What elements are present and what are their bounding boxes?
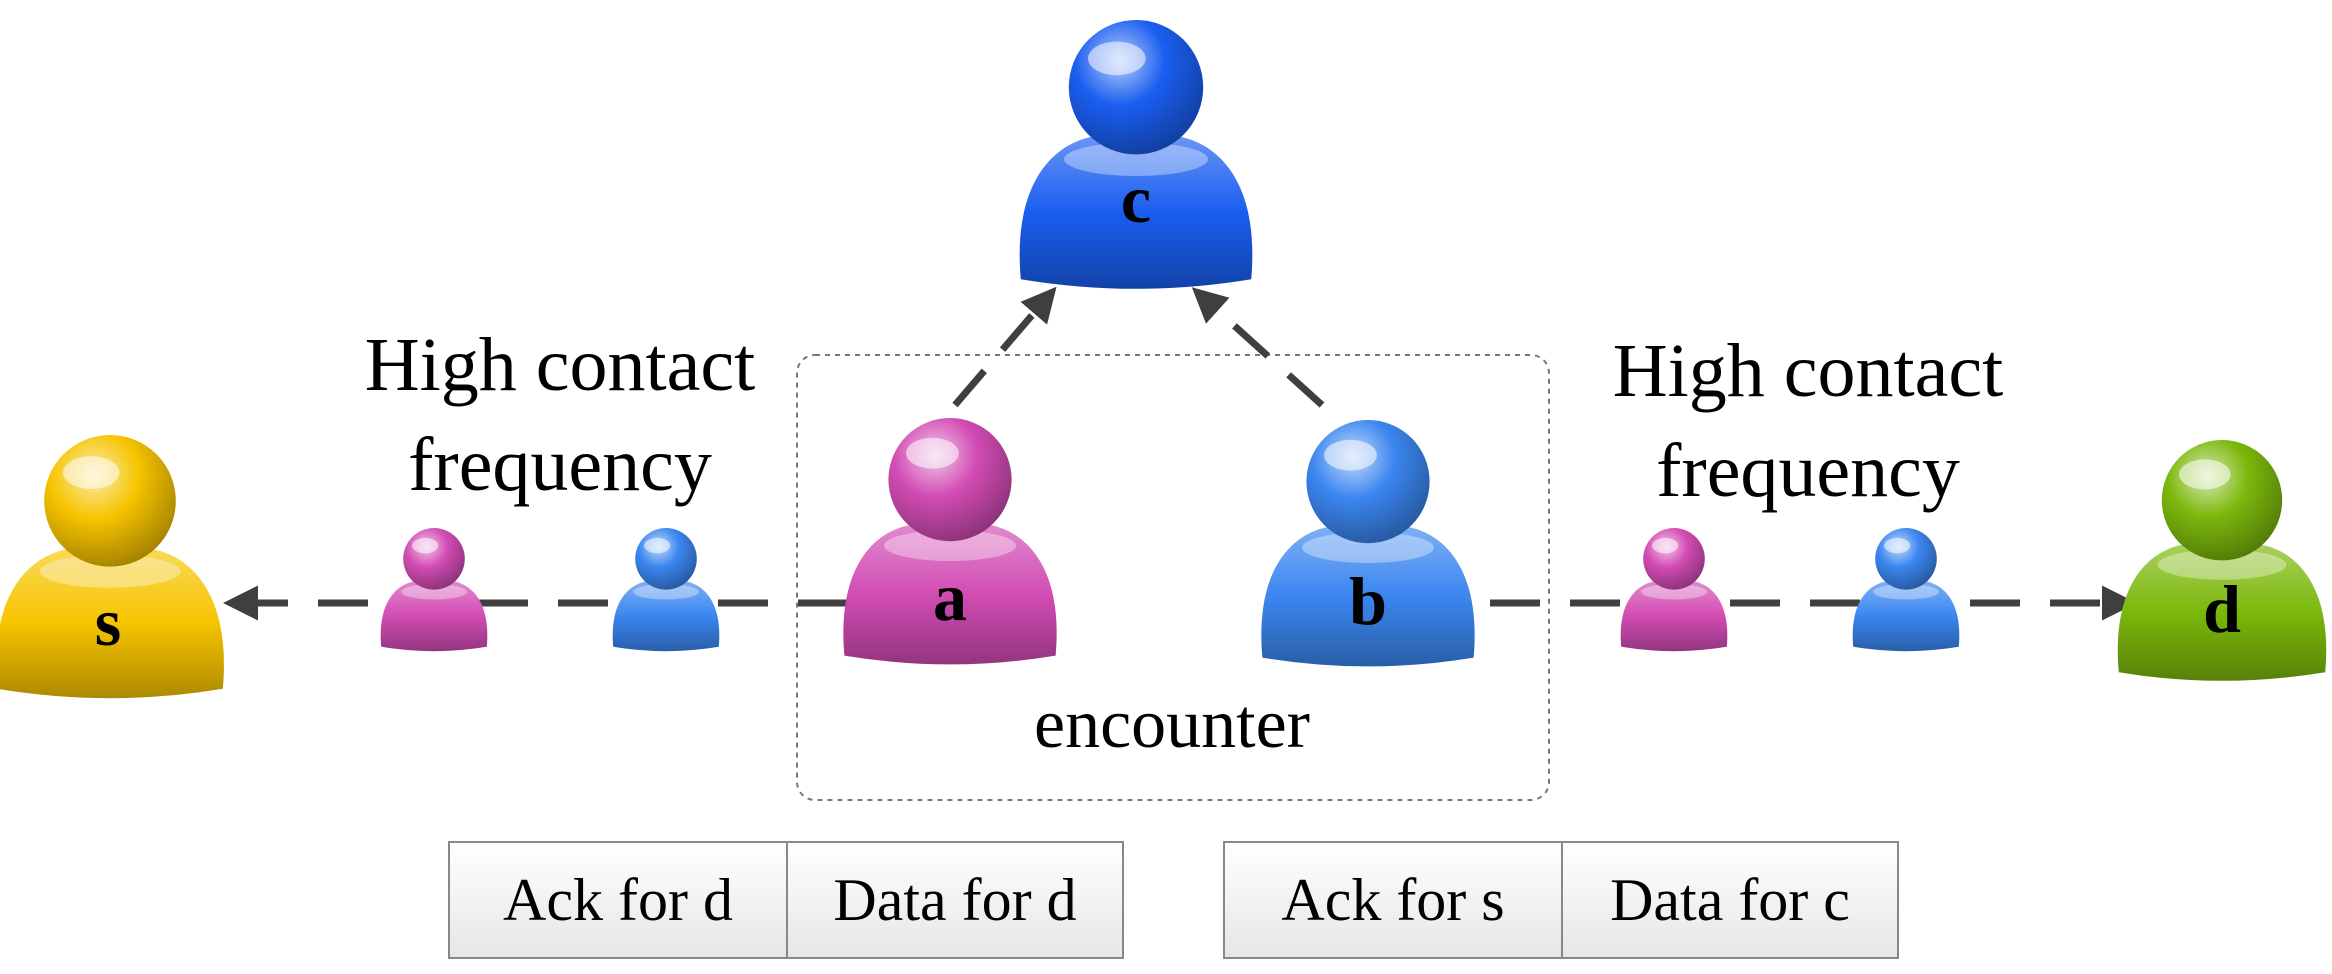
right-buffer-cell-2 [1561, 841, 1899, 959]
right-frequency-label: frequency [1656, 429, 1960, 513]
person-head-shine [1088, 41, 1146, 76]
person-head [44, 435, 176, 567]
a-to-c-arrow [952, 286, 1057, 408]
person-body [380, 580, 488, 652]
node-a-label: a [933, 559, 967, 635]
left-relay-blue-person-icon [612, 528, 720, 652]
person-body-shine [401, 584, 467, 600]
person-body-shine [633, 584, 699, 600]
person-body-shine [1302, 532, 1434, 563]
person-head-shine [62, 456, 120, 490]
node-d-label: d [2203, 571, 2241, 647]
person-head-shine [412, 537, 439, 554]
person-head [1068, 20, 1204, 155]
person-head [403, 528, 465, 590]
person-head [1875, 528, 1937, 590]
person-body [612, 580, 720, 652]
node-a-person-icon [843, 418, 1057, 665]
person-body [843, 523, 1057, 665]
person-head [2161, 440, 2283, 561]
encounter-label: encounter [1034, 686, 1310, 763]
right-relay-blue-person-icon [1852, 528, 1960, 652]
person-body-shine [1064, 142, 1208, 176]
right-buffer-data-text: Data for c [1610, 867, 1850, 933]
person-body [0, 547, 224, 699]
node-c-person-icon [1019, 20, 1253, 289]
person-body-shine [1641, 584, 1707, 600]
person-body-shine [2157, 549, 2287, 580]
left-buffer-data-text: Data for d [833, 867, 1076, 933]
left-buffer-cell-1 [448, 841, 788, 959]
node-s-person-icon [0, 435, 224, 699]
person-head-shine [1652, 537, 1679, 554]
person-body-shine [884, 530, 1016, 561]
person-head-shine [2179, 459, 2231, 490]
person-head [888, 418, 1012, 542]
left-buffer: Ack for d Data for d [448, 841, 1124, 959]
left-frequency-label: frequency [408, 423, 712, 507]
person-body [1620, 580, 1728, 652]
person-body [1261, 525, 1475, 667]
person-head-shine [644, 537, 671, 554]
right-buffer-ack-text: Ack for s [1281, 867, 1504, 933]
person-head-shine [1324, 439, 1377, 471]
node-b-label: b [1349, 563, 1387, 639]
person-head [1306, 420, 1430, 544]
person-head [1643, 528, 1705, 590]
person-head [635, 528, 697, 590]
person-body [1852, 580, 1960, 652]
left-relay-magenta-person-icon [380, 528, 488, 652]
person-body [2117, 543, 2327, 681]
right-relay-magenta-person-icon [1620, 528, 1728, 652]
person-head-shine [1884, 537, 1911, 554]
left-high-contact-label: High contact [365, 323, 755, 407]
node-c-label: c [1121, 161, 1151, 237]
left-buffer-cell-2 [786, 841, 1124, 959]
person-body [1019, 135, 1253, 289]
left-buffer-ack-text: Ack for d [503, 867, 733, 933]
node-b-person-icon [1261, 420, 1475, 667]
person-body-shine [39, 554, 181, 588]
node-s-label: s [95, 584, 121, 660]
node-d-person-icon [2117, 440, 2327, 681]
person-head-shine [906, 437, 959, 469]
right-buffer-cell-1 [1223, 841, 1563, 959]
b-to-c-arrow [1191, 287, 1325, 408]
right-high-contact-label: High contact [1613, 329, 2003, 413]
person-body-shine [1873, 584, 1939, 600]
right-buffer: Ack for s Data for c [1223, 841, 1899, 959]
